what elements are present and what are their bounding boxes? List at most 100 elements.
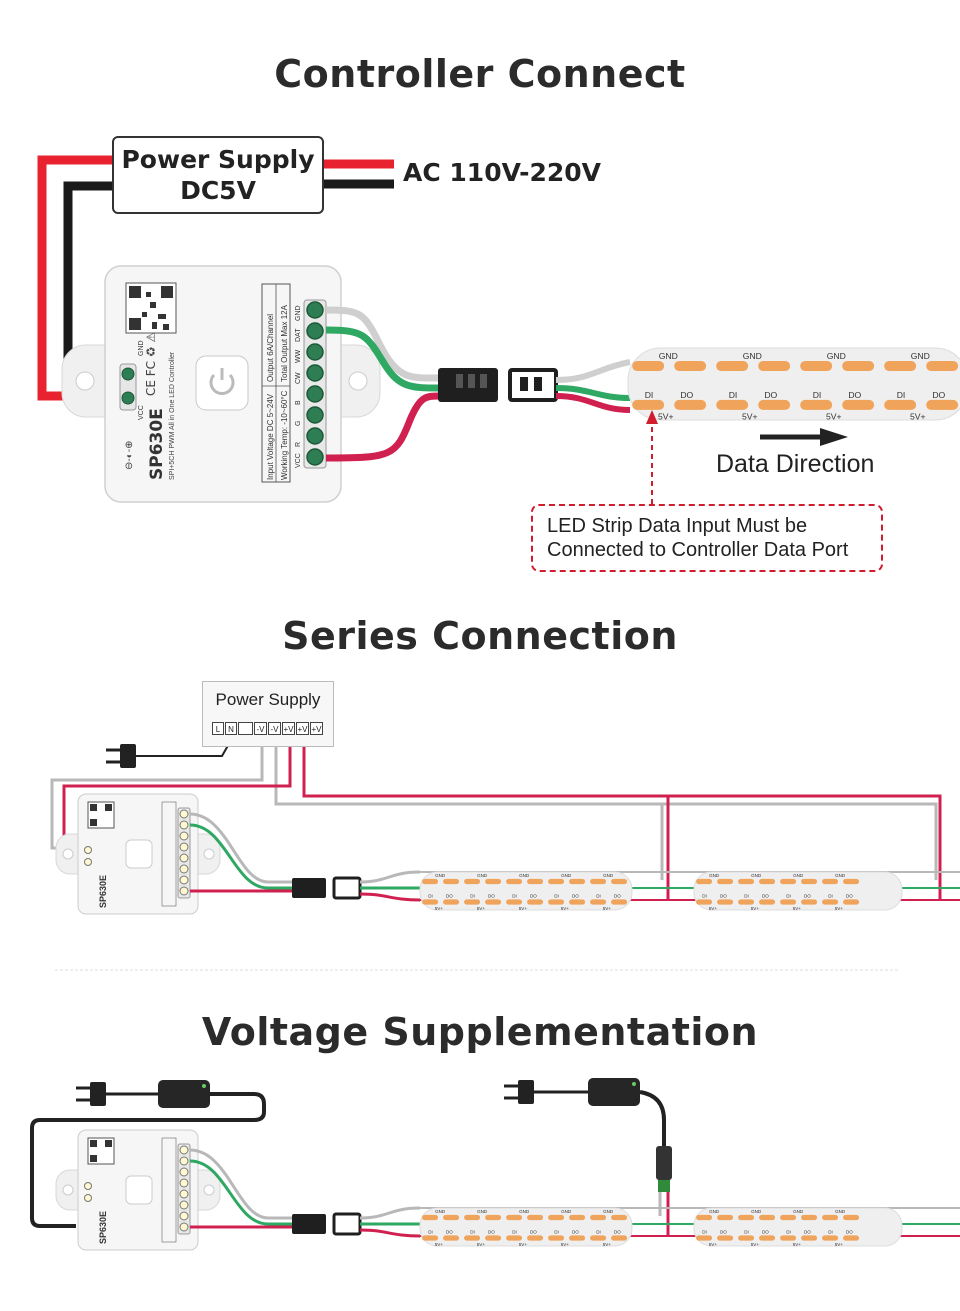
strip-label-do: DO bbox=[720, 1229, 727, 1234]
output-pin-vcc bbox=[306, 448, 324, 466]
strip-label-gnd: GND bbox=[751, 1209, 762, 1214]
led-pad bbox=[590, 1235, 607, 1241]
strip-label-5v: 5V+ bbox=[709, 1242, 718, 1247]
strip-label-5v: 5V+ bbox=[477, 906, 486, 911]
terminal-neg-v-1: -V bbox=[254, 722, 267, 735]
note-line-2: Connected to Controller Data Port bbox=[547, 539, 849, 561]
output-pin bbox=[179, 820, 189, 830]
power-supply-terminal-box: Power Supply bbox=[202, 681, 334, 747]
terminal-l: L bbox=[212, 722, 224, 735]
output-pin bbox=[179, 1211, 189, 1221]
title-voltage-supplementation: Voltage Supplementation bbox=[201, 1010, 759, 1054]
strip-label-di: DI bbox=[428, 1229, 433, 1234]
led-pad bbox=[780, 899, 797, 905]
strip-label-gnd: GND bbox=[519, 1209, 530, 1214]
led-pad bbox=[717, 899, 734, 905]
output-pin-r bbox=[306, 427, 324, 445]
data-wire bbox=[325, 326, 441, 392]
strip-label-di: DI bbox=[828, 1229, 833, 1234]
led-pad bbox=[590, 1214, 607, 1221]
spec-working-temp: Working Temp: -10~60°C bbox=[280, 390, 289, 480]
strip-label-5v: 5V+ bbox=[561, 906, 570, 911]
led-pad bbox=[717, 1235, 734, 1241]
power-button bbox=[195, 355, 249, 411]
led-pad bbox=[801, 878, 818, 885]
pin-label-ww: WW bbox=[295, 349, 302, 363]
led-pad bbox=[843, 899, 860, 905]
led-pad bbox=[506, 1235, 523, 1241]
ac-voltage-label: AC 110V-220V bbox=[403, 158, 602, 187]
led-pad bbox=[422, 878, 439, 885]
controller-3: SP630E bbox=[55, 1129, 960, 1251]
strip-label-di: DI bbox=[729, 390, 738, 400]
led-pad bbox=[506, 878, 523, 885]
strip-label-di: DI bbox=[702, 1229, 707, 1234]
terminal-pos-v-1: +V bbox=[282, 722, 295, 735]
led-pad bbox=[548, 1214, 565, 1221]
strip-label-gnd: GND bbox=[603, 1209, 614, 1214]
led-pad bbox=[506, 899, 523, 905]
led-pad bbox=[548, 899, 565, 905]
strip-label-di: DI bbox=[428, 893, 433, 898]
led-pad bbox=[822, 1214, 839, 1221]
gnd-terminal bbox=[121, 367, 135, 381]
led-pad bbox=[422, 1235, 439, 1241]
led-pad bbox=[738, 1214, 755, 1221]
led-pad bbox=[611, 899, 628, 905]
pin-label-vcc: VCC bbox=[295, 453, 302, 468]
led-pad bbox=[611, 1214, 628, 1221]
strip-label-5v: 5V+ bbox=[658, 412, 674, 422]
strip-label-gnd: GND bbox=[435, 1209, 446, 1214]
male-connector bbox=[508, 368, 558, 402]
gnd-wire bbox=[325, 306, 441, 382]
power-supply-box: Power Supply DC5V bbox=[112, 136, 324, 214]
led-pad bbox=[801, 899, 818, 905]
led-pad bbox=[696, 1235, 713, 1241]
svg-text:⊖-◐-⊕: ⊖-◐-⊕ bbox=[124, 441, 135, 470]
strip-label-5v: 5V+ bbox=[751, 1242, 760, 1247]
led-pad bbox=[759, 899, 776, 905]
strip-label-5v: 5V+ bbox=[561, 1242, 570, 1247]
led-pad bbox=[569, 1235, 586, 1241]
led-pad bbox=[884, 399, 917, 410]
title-controller-connect: Controller Connect bbox=[274, 52, 686, 96]
power-button bbox=[125, 1175, 153, 1205]
led-pad bbox=[632, 360, 665, 372]
output-pin bbox=[179, 1145, 189, 1155]
led-pad bbox=[843, 878, 860, 885]
led-pad bbox=[674, 399, 707, 410]
led-pad bbox=[780, 1214, 797, 1221]
vcc-wire bbox=[325, 392, 441, 462]
led-pad bbox=[843, 1214, 860, 1221]
output-pin-g bbox=[306, 406, 324, 424]
led-pad bbox=[485, 1214, 502, 1221]
strip-label-do: DO bbox=[846, 1229, 853, 1234]
led-pad bbox=[569, 1214, 586, 1221]
strip-label-5v: 5V+ bbox=[435, 1242, 444, 1247]
output-pin bbox=[179, 1222, 189, 1232]
led-pad bbox=[590, 878, 607, 885]
dc-jack bbox=[656, 1146, 672, 1180]
led-pad bbox=[527, 899, 544, 905]
led-pad bbox=[485, 1235, 502, 1241]
female-connector bbox=[292, 878, 326, 898]
pin-label-gnd: GND bbox=[295, 305, 302, 321]
led-pad bbox=[759, 878, 776, 885]
led-pad bbox=[443, 878, 460, 885]
strip-label-do: DO bbox=[530, 893, 537, 898]
output-pin-ww bbox=[306, 343, 324, 361]
output-pin-dat bbox=[306, 322, 324, 340]
male-connector bbox=[332, 876, 362, 900]
strip-label-5v: 5V+ bbox=[793, 1242, 802, 1247]
led-pad bbox=[485, 878, 502, 885]
terminal-pos-v-3: +V bbox=[310, 722, 323, 735]
terminal-neg-v-2: -V bbox=[268, 722, 281, 735]
led-pad bbox=[822, 1235, 839, 1241]
led-pad bbox=[926, 360, 959, 372]
strip-label-gnd: GND bbox=[561, 1209, 572, 1214]
pin-label-dat: DAT bbox=[295, 328, 302, 342]
